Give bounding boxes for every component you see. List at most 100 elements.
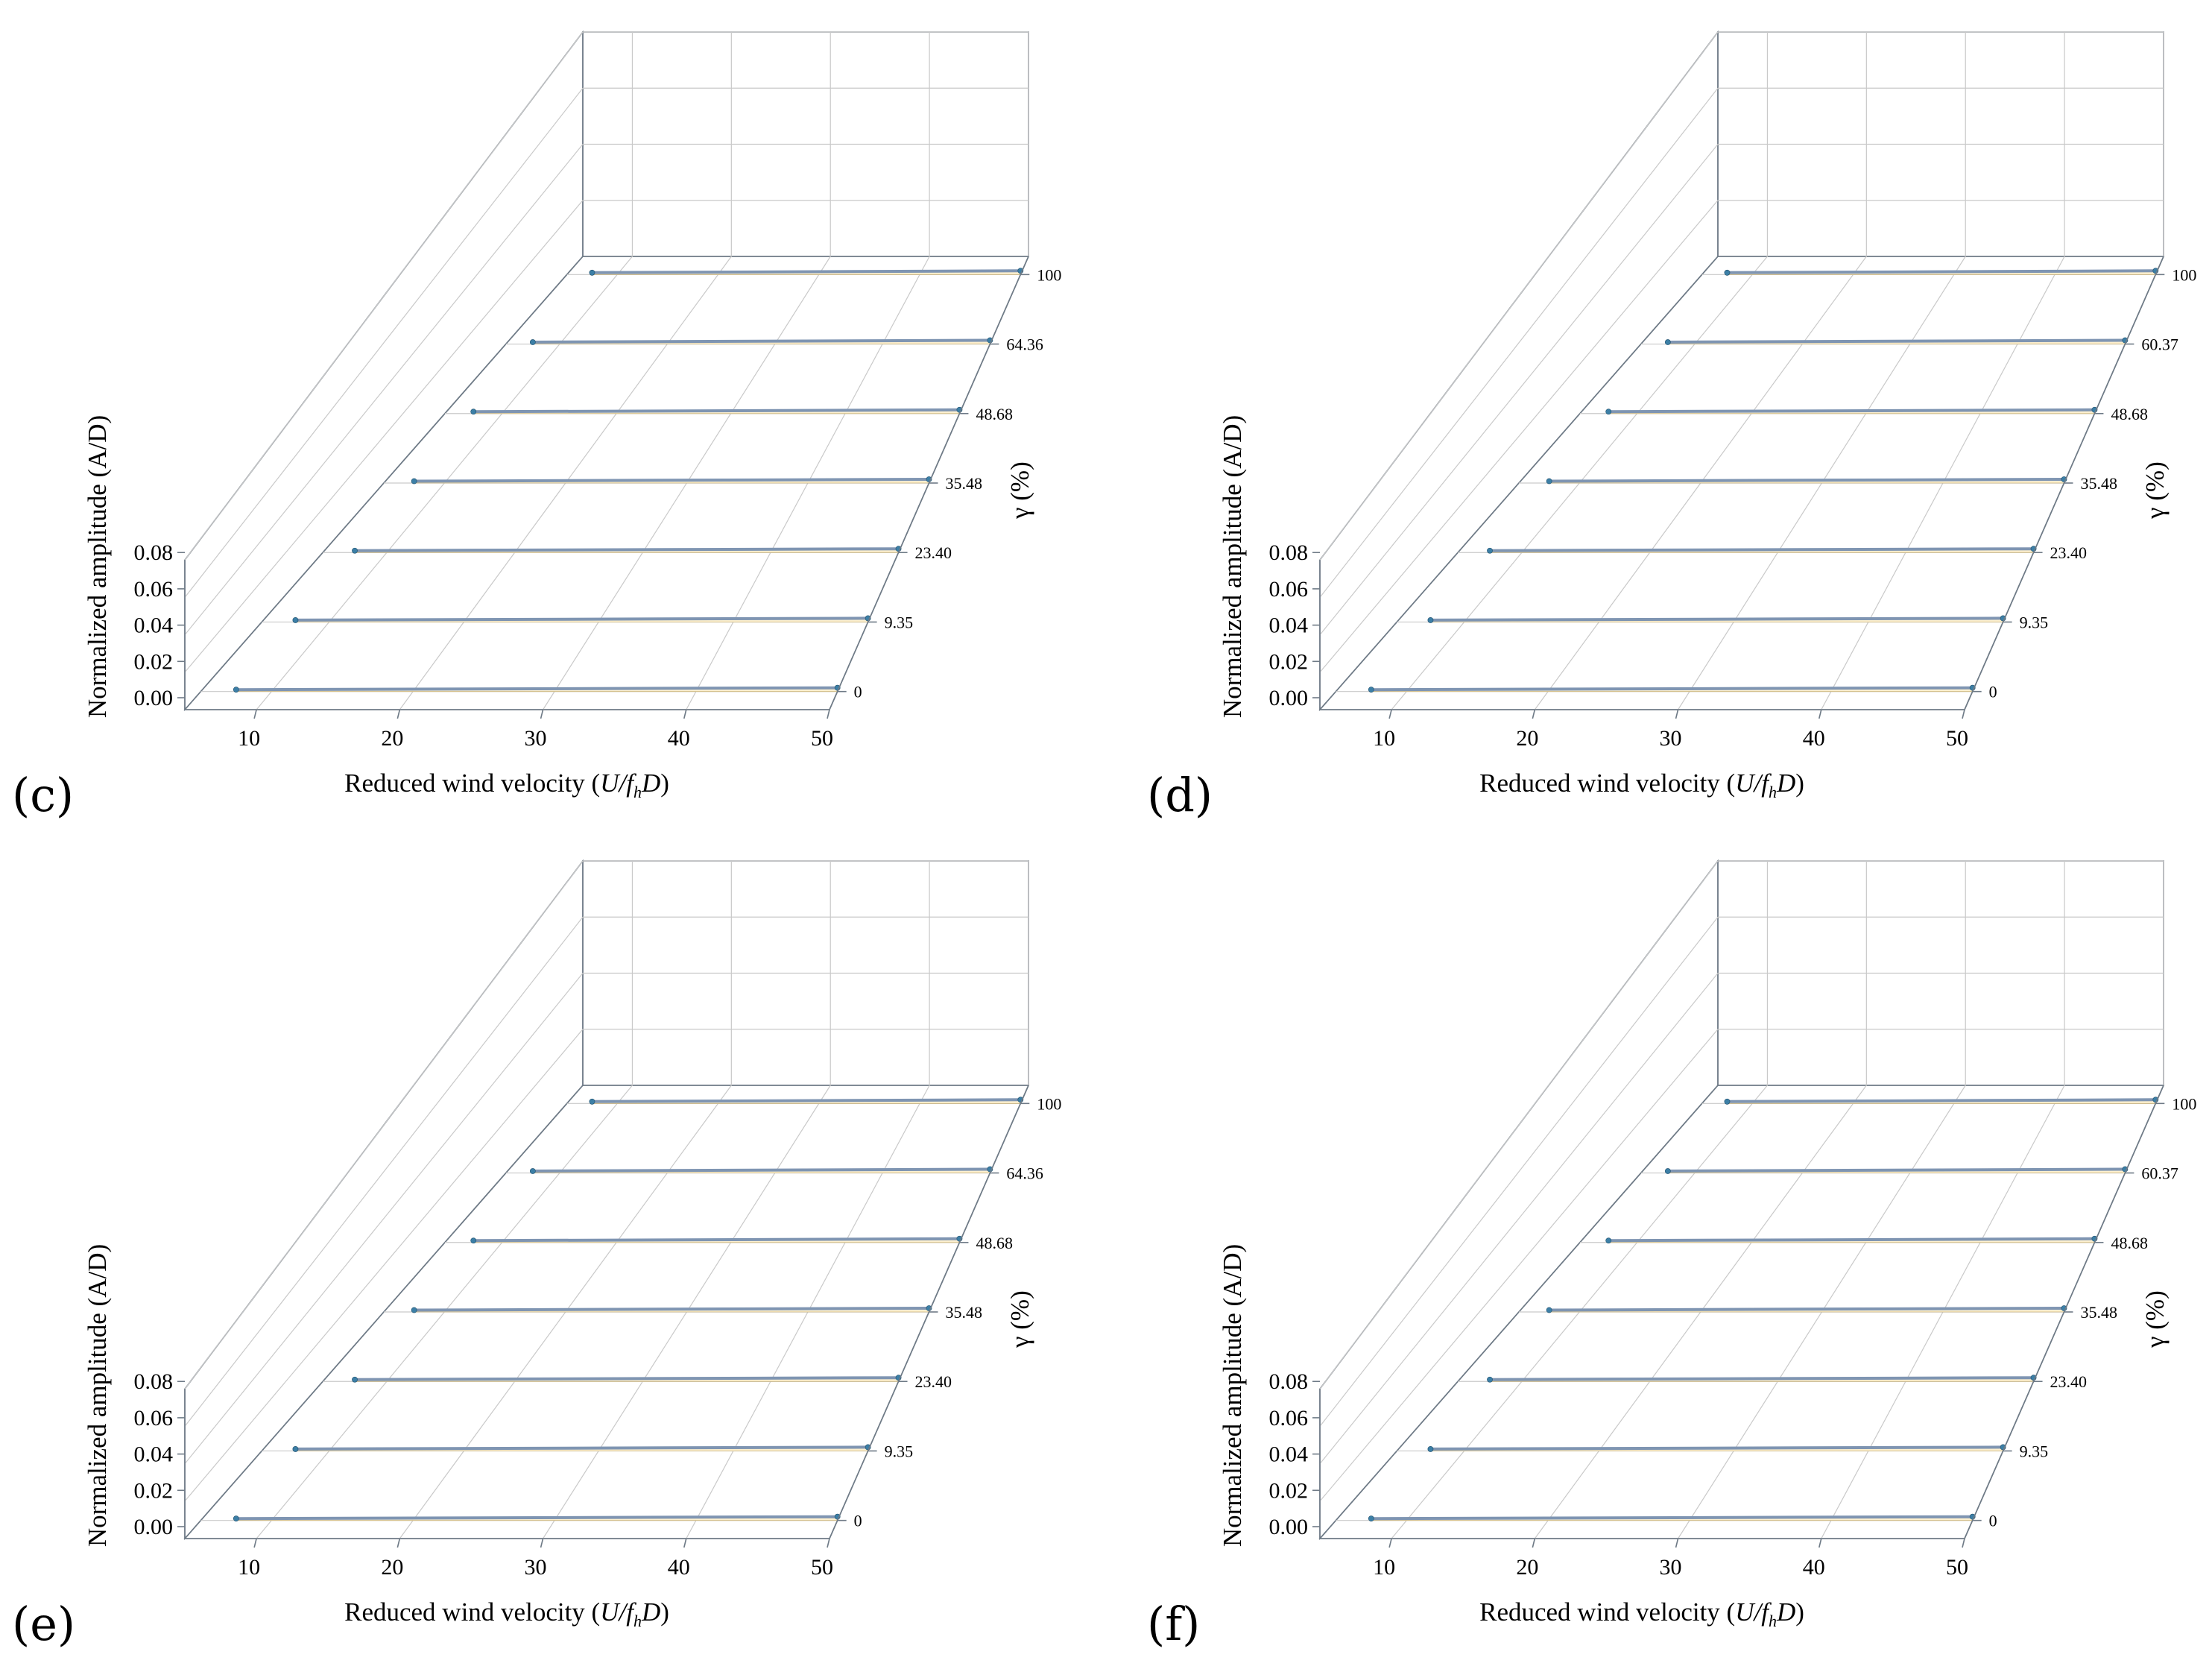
y-tick-label: 0.00	[134, 1515, 174, 1539]
y-tick-label: 0.04	[134, 1442, 174, 1467]
side-wall-grid	[184, 31, 584, 561]
y-tick-label: 0.00	[134, 686, 174, 710]
y-tick-label: 0.02	[134, 649, 174, 674]
y-tick-label: 0.04	[1269, 1442, 1309, 1467]
gamma-tick-label: 0	[1989, 683, 1997, 701]
series-line-gamma-100	[1727, 269, 2156, 274]
series-point-gamma-23.40	[352, 1376, 358, 1383]
y-tick-label: 0.04	[134, 613, 174, 638]
side-wall-grid	[1319, 973, 1719, 1464]
gamma-tick-label: 35.48	[2081, 474, 2118, 493]
series-line-gamma-100	[1727, 1098, 2156, 1103]
series-point-gamma-48.68	[1605, 1237, 1612, 1244]
series-line-gamma-35.48	[414, 1307, 929, 1312]
series-point-gamma-64.36	[529, 339, 536, 345]
series-point-gamma-100	[589, 269, 595, 276]
x-tick-label: 50	[1946, 726, 1968, 751]
gamma-tick-label: 9.35	[2020, 613, 2049, 631]
side-wall-grid	[1319, 87, 1719, 598]
series-line-gamma-9.35	[1430, 616, 2003, 622]
gamma-tick-label: 100	[1037, 265, 1061, 284]
x-tick-label: 20	[381, 726, 403, 751]
series-line-gamma-48.68	[473, 408, 960, 414]
gamma-tick-label: 48.68	[976, 1234, 1013, 1252]
panel-label: (c)	[12, 768, 74, 822]
series-point-gamma-60.37	[1664, 1168, 1671, 1174]
gamma-tick-label: 9.35	[885, 613, 914, 631]
y-tick-label: 0.08	[1269, 540, 1309, 565]
x-tick-mark	[1818, 709, 1822, 719]
x-tick-label: 30	[1660, 726, 1682, 751]
x-tick-mark	[1818, 1538, 1822, 1548]
series-line-gamma-9.35	[295, 1445, 868, 1451]
y-tick-label: 0.02	[134, 1478, 174, 1503]
gamma-tick-label: 35.48	[2081, 1303, 2118, 1322]
gamma-tick-label: 64.36	[1006, 1164, 1043, 1183]
gamma-axis-title: γ (%)	[1005, 461, 1034, 520]
x-tick-mark	[1388, 709, 1392, 719]
y-axis-title: Normalized amplitude (A/D)	[1218, 1244, 1247, 1547]
series-line-gamma-0	[236, 686, 838, 692]
x-axis-title: Reduced wind velocity (U/fhD)	[1479, 769, 1804, 801]
x-tick-label: 10	[1373, 726, 1395, 751]
y-tick-label: 0.06	[134, 577, 174, 602]
x-axis-title: Reduced wind velocity (U/fhD)	[344, 1597, 669, 1630]
gamma-tick-label: 23.40	[2050, 1372, 2088, 1391]
side-wall	[1319, 30, 1719, 712]
series-line-gamma-35.48	[1549, 478, 2064, 483]
side-wall-grid	[1319, 860, 1719, 1389]
x-tick-label: 50	[1946, 1555, 1968, 1580]
series-line-gamma-0	[1371, 1515, 1973, 1521]
x-tick-mark	[1962, 709, 1965, 719]
y-tick-label: 0.04	[1269, 613, 1309, 638]
x-tick-label: 40	[668, 1555, 690, 1580]
x-tick-label: 10	[238, 726, 260, 751]
y-axis-title: Normalized amplitude (A/D)	[83, 415, 112, 718]
series-line-gamma-0	[236, 1515, 838, 1521]
side-wall-grid	[184, 1029, 584, 1502]
series-point-gamma-9.35	[1427, 1446, 1434, 1452]
x-tick-mark	[1532, 1538, 1536, 1548]
series-point-gamma-0	[233, 1515, 239, 1522]
x-tick-mark	[683, 1538, 687, 1548]
y-tick-label: 0.06	[1269, 1406, 1309, 1430]
gamma-tick-label: 23.40	[915, 1372, 952, 1391]
y-tick-label: 0.00	[1269, 1515, 1309, 1539]
x-tick-mark	[1675, 709, 1679, 719]
x-tick-label: 10	[238, 1555, 260, 1580]
x-axis-title: Reduced wind velocity (U/fhD)	[1479, 1597, 1804, 1630]
side-wall-grid	[184, 200, 584, 673]
gamma-axis-title: γ (%)	[2140, 1290, 2170, 1348]
series-line-gamma-60.37	[1667, 1167, 2126, 1173]
side-wall-grid	[184, 916, 584, 1427]
panel-label: (f)	[1147, 1597, 1200, 1651]
series-line-gamma-9.35	[1430, 1445, 2003, 1451]
x-tick-mark	[1532, 709, 1536, 719]
y-tick-label: 0.02	[1269, 1478, 1309, 1503]
series-point-gamma-23.40	[1487, 547, 1493, 554]
series-point-gamma-100	[1724, 1098, 1731, 1105]
side-wall	[184, 859, 584, 1541]
series-line-gamma-35.48	[1549, 1307, 2064, 1312]
y-tick-label: 0.08	[134, 1369, 174, 1394]
x-tick-mark	[396, 1538, 401, 1548]
series-point-gamma-0	[233, 687, 239, 693]
side-wall-grid	[184, 87, 584, 598]
y-tick-label: 0.08	[134, 540, 174, 565]
x-tick-mark	[540, 1538, 544, 1548]
side-wall-grid	[184, 860, 584, 1389]
side-wall-grid	[1319, 916, 1719, 1427]
gamma-tick-label: 35.48	[946, 474, 983, 493]
x-tick-mark	[1962, 1538, 1965, 1548]
series-point-gamma-0	[1368, 687, 1374, 693]
series-line-gamma-0	[1371, 686, 1973, 692]
series-point-gamma-48.68	[470, 1237, 477, 1244]
x-tick-label: 30	[525, 1555, 547, 1580]
gamma-tick-label: 48.68	[2111, 405, 2148, 423]
gamma-tick-label: 100	[2172, 1094, 2196, 1113]
x-tick-mark	[540, 709, 544, 719]
x-tick-mark	[683, 709, 687, 719]
series-point-gamma-35.48	[411, 478, 417, 485]
y-tick-label: 0.00	[1269, 686, 1309, 710]
